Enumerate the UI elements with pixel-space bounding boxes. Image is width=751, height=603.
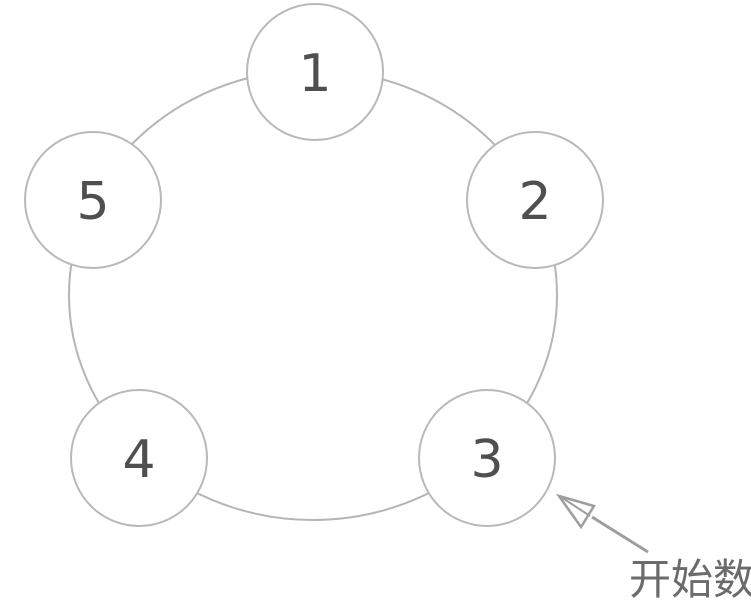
node-3: 3 bbox=[418, 389, 556, 527]
node-1-circle bbox=[246, 3, 384, 141]
arrow-head-icon bbox=[555, 493, 596, 530]
node-5: 5 bbox=[24, 131, 162, 269]
node-4-circle bbox=[70, 389, 208, 527]
node-3-circle bbox=[418, 389, 556, 527]
node-1-label: 1 bbox=[298, 44, 331, 104]
node-5-label: 5 bbox=[76, 172, 109, 232]
node-1: 1 bbox=[246, 3, 384, 141]
node-4-label: 4 bbox=[122, 430, 155, 490]
arrow-crease-line bbox=[560, 496, 591, 517]
node-5-circle bbox=[24, 131, 162, 269]
node-2-label: 2 bbox=[518, 172, 551, 232]
annotation-start-label: 开始数 bbox=[629, 555, 751, 603]
node-2-circle bbox=[466, 131, 604, 269]
node-4: 4 bbox=[70, 389, 208, 527]
node-3-label: 3 bbox=[470, 430, 503, 490]
arrow-shaft-line bbox=[591, 515, 649, 554]
annotation-arrow bbox=[555, 493, 649, 554]
node-2: 2 bbox=[466, 131, 604, 269]
